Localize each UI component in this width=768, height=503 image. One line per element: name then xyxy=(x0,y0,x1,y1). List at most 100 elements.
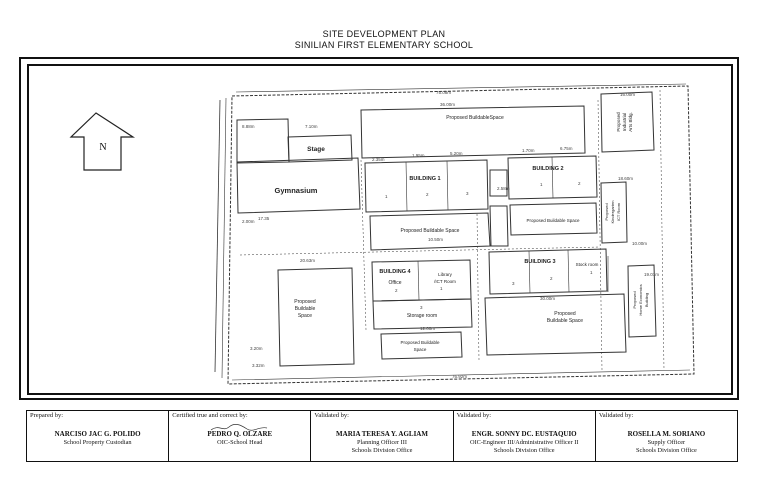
building-2 xyxy=(507,155,598,200)
dimension-label: 3.20m xyxy=(250,346,263,351)
dimension-label: 12.00m xyxy=(420,326,435,331)
proposed-left-label-1: Proposed xyxy=(294,299,316,305)
proposed-top-label: Proposed BuildableSpace xyxy=(446,115,504,121)
proposed-left-label-3: Space xyxy=(298,313,312,319)
industrial-label-2: Industrial xyxy=(622,113,627,131)
dimension-label: 2.35m xyxy=(372,157,385,162)
dimension-label: 2.00m xyxy=(242,219,255,224)
plan-title: SITE DEVELOPMENT PLAN xyxy=(322,29,446,39)
proposed-right-small-label: Proposed Buildable Space xyxy=(526,218,580,223)
position-line: Schools Division Office xyxy=(636,447,697,454)
signatory-role: Prepared by: xyxy=(30,412,64,419)
dimension-label: 8.88m xyxy=(242,124,255,129)
position-line: OIC-Engineer III/Administrative Officer … xyxy=(469,439,579,446)
building-3 xyxy=(488,248,608,295)
home-ec-label-1: Proposed xyxy=(632,291,637,308)
gymnasium-label: Gymnasium xyxy=(275,186,318,195)
signature-block: Prepared by: NARCISO JAC G. POLIDO Schoo… xyxy=(26,410,738,462)
position-line: Supply Officer xyxy=(647,439,686,446)
library-label-2: /ICT Room xyxy=(434,279,456,284)
room-number: 1 xyxy=(385,194,388,199)
proposed-bottom-right-label-1: Proposed xyxy=(554,311,576,317)
kindergarten-label-3: ICT Room xyxy=(616,202,621,221)
signatory-role: Validated by: xyxy=(456,412,492,419)
outer-frame xyxy=(19,57,739,400)
signatory-prepared: Prepared by: NARCISO JAC G. POLIDO Schoo… xyxy=(27,411,170,461)
dimension-label: 10.50m xyxy=(428,237,443,242)
room-number: 1 xyxy=(540,182,543,187)
stock-label: Stock room xyxy=(576,262,599,267)
dimension-label: 1.70m xyxy=(522,148,535,153)
storage-room xyxy=(372,298,473,330)
position-line: Schools Division Office xyxy=(493,447,555,454)
dimension-label: 16.00m xyxy=(620,92,635,97)
signatory-role: Validated by: xyxy=(598,412,634,419)
dimension-label: 10.00m xyxy=(632,241,647,246)
proposed-middle-label: Proposed Buildable Space xyxy=(401,228,460,234)
position-line: Planning Officer III xyxy=(357,439,407,446)
room-number: 1 xyxy=(590,270,593,275)
library-label-1: Library xyxy=(438,272,453,277)
room-number: 2 xyxy=(426,192,429,197)
gymnasium xyxy=(236,157,361,214)
proposed-bottom-right-space xyxy=(484,293,627,356)
signatory-role: Certified true and correct by: xyxy=(172,412,248,419)
building-2-label: BUILDING 2 xyxy=(532,166,563,172)
dimension-label: 19.01m xyxy=(644,272,659,277)
proposed-left-label-2: Buildable xyxy=(295,306,316,312)
room-number: 2 xyxy=(578,181,581,186)
dimension-label: 76.92m xyxy=(452,374,467,379)
industrial-label-1: Proposed xyxy=(616,112,621,132)
dimension-label: 5.20m xyxy=(450,151,463,156)
proposed-right-small-space xyxy=(509,202,598,236)
proposed-top-space xyxy=(360,105,586,159)
room-number: 3 xyxy=(512,281,515,286)
stage-label: Stage xyxy=(307,146,325,153)
inner-frame xyxy=(27,64,733,395)
room-number: 2 xyxy=(550,276,553,281)
proposed-middle-space xyxy=(369,212,491,251)
office-label: Office xyxy=(389,280,402,286)
home-ec-label-2: Home Economics xyxy=(638,284,643,315)
signatory-position: OIC-Engineer III/Administrative Officer … xyxy=(454,439,595,455)
room-number: 3 xyxy=(466,191,469,196)
dimension-label: 7.10m xyxy=(305,124,318,129)
dimension-label: 75.08m xyxy=(436,90,451,95)
signatory-role: Validated by: xyxy=(314,412,349,419)
signatory-name: ENGR. SONNY DC. EUSTAQUIO xyxy=(471,430,577,438)
signatory-certified: Certified true and correct by: PEDRO Q. … xyxy=(169,411,312,461)
dimension-label: 36.00m xyxy=(440,102,455,107)
handwritten-signature-icon xyxy=(210,424,268,431)
dimension-label: 6.75m xyxy=(560,146,573,151)
signatory-validated-3: Validated by: ROSELLA M. SORIANO Supply … xyxy=(596,411,737,461)
proposed-bottom-right-label-2: Buildable Space xyxy=(547,318,583,324)
signatory-position: OIC-School Head xyxy=(217,439,263,446)
signatory-validated-1: Validated by: MARIA TERESA Y. AGLIAM Pla… xyxy=(311,411,454,461)
dimension-label: 1.95m xyxy=(412,153,425,158)
room-number: 1 xyxy=(440,286,443,291)
school-name: SINILIAN FIRST ELEMENTARY SCHOOL xyxy=(294,40,474,50)
building-3-label: BUILDING 3 xyxy=(524,259,555,265)
home-ec-label-3: Building xyxy=(644,293,649,307)
dimension-label: 2.58m xyxy=(497,186,510,191)
signatory-position: Planning Officer III Schools Division Of… xyxy=(311,439,452,455)
dimension-label: 20.63m xyxy=(300,258,315,263)
proposed-bottom-small-label-1: Proposed Buildable xyxy=(400,340,440,345)
industrial-label-3: Arts Bldg. xyxy=(628,112,633,132)
signatory-name: NARCISO JAC G. POLIDO xyxy=(54,430,141,438)
signatory-position: School Property Custodian xyxy=(63,439,132,446)
building-4-label: BUILDING 4 xyxy=(379,269,411,275)
north-label: N xyxy=(99,142,106,153)
home-economics-building xyxy=(627,264,657,338)
dimension-label: 17.35 xyxy=(258,216,270,221)
proposed-bottom-small-space xyxy=(380,331,463,360)
dimension-label: 30.00m xyxy=(540,296,555,301)
dimension-label: 3.32m xyxy=(252,363,265,368)
kindergarten-label-2: Kindergarten xyxy=(610,201,615,224)
dimension-label: 18.60m xyxy=(618,176,633,181)
storage-label: Storage room xyxy=(407,313,437,319)
proposed-left-space xyxy=(277,267,355,367)
signatory-validated-2: Validated by: ENGR. SONNY DC. EUSTAQUIO … xyxy=(454,411,596,461)
site-boundary xyxy=(227,85,695,385)
